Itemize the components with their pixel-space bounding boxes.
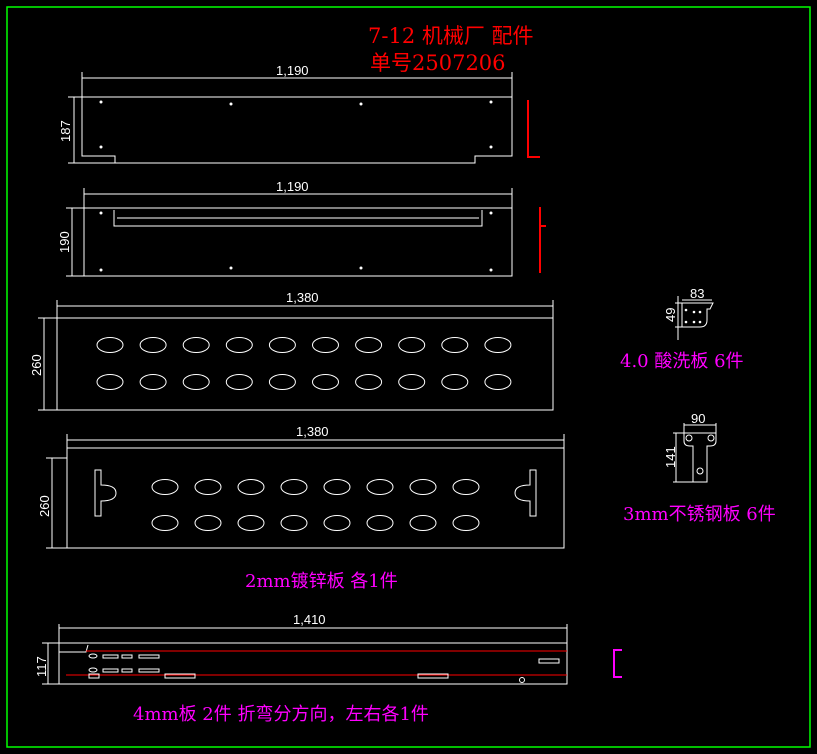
note-panel-5: 4mm板 2件 折弯分方向，左右各1件: [133, 704, 429, 725]
panel-5: 1,410 117: [34, 612, 568, 685]
panel-2-height: 190: [57, 231, 72, 253]
drawing-frame: [6, 6, 811, 748]
oval-hole: [194, 515, 222, 531]
panel-3-width: 1,380: [286, 290, 319, 305]
oval-hole: [484, 374, 512, 390]
panel-1-width: 1,190: [276, 63, 309, 78]
oval-hole: [366, 515, 394, 531]
oval-hole: [182, 374, 210, 390]
oval-hole: [409, 479, 437, 495]
part-b: 90 141: [663, 411, 717, 483]
oval-hole: [323, 515, 351, 531]
oval-hole: [268, 374, 296, 390]
oval-hole: [398, 337, 426, 353]
panel-5-bend-mark: [613, 649, 622, 678]
oval-hole: [398, 374, 426, 390]
oval-hole: [484, 337, 512, 353]
oval-hole: [312, 374, 339, 390]
oval-hole: [151, 479, 179, 495]
panel-3: 1,380 260: [29, 290, 554, 411]
note-part-b: 3mm不锈钢板 6件: [623, 504, 776, 525]
oval-hole: [225, 374, 253, 390]
panel-2-width: 1,190: [276, 179, 309, 194]
oval-hole: [409, 515, 437, 531]
oval-hole: [441, 337, 469, 353]
panel-5-height: 117: [34, 656, 49, 677]
panel-4-height: 260: [37, 495, 52, 517]
oval-hole: [237, 479, 265, 495]
oval-hole: [441, 374, 469, 390]
oval-hole: [366, 479, 394, 495]
title-line2: 单号2507206: [370, 51, 506, 75]
oval-hole: [312, 337, 339, 353]
oval-hole: [323, 479, 351, 495]
panel-2: 1,190 190: [57, 179, 546, 277]
panel-4: 1,380 260: [37, 424, 565, 549]
note-part-a: 4.0 酸洗板 6件: [620, 351, 744, 372]
oval-hole: [139, 337, 167, 353]
part-b-height: 141: [663, 446, 678, 468]
panel-1-height: 187: [58, 120, 73, 142]
part-a-height: 49: [663, 308, 678, 322]
oval-hole: [452, 515, 480, 531]
oval-hole: [96, 337, 124, 353]
oval-hole: [139, 374, 167, 390]
oval-hole: [225, 337, 253, 353]
part-a-width: 83: [690, 286, 704, 301]
oval-hole: [452, 479, 480, 495]
title-line1: 7-12 机械厂 配件: [368, 24, 534, 48]
part-b-width: 90: [691, 411, 705, 426]
oval-hole: [194, 479, 222, 495]
oval-hole: [355, 337, 383, 353]
part-a: 83 49: [663, 286, 714, 340]
oval-hole: [355, 374, 383, 390]
panel-5-width: 1,410: [293, 612, 326, 627]
oval-hole: [96, 374, 124, 390]
panel-3-height: 260: [29, 354, 44, 376]
panel-1: 1,190 187: [58, 63, 540, 164]
panel-4-width: 1,380: [296, 424, 329, 439]
oval-hole: [280, 479, 308, 495]
note-panels-3-4: 2mm镀锌板 各1件: [245, 571, 398, 592]
oval-hole: [151, 515, 179, 531]
oval-hole: [280, 515, 308, 531]
oval-hole: [268, 337, 296, 353]
oval-hole: [182, 337, 210, 353]
oval-hole: [237, 515, 265, 531]
